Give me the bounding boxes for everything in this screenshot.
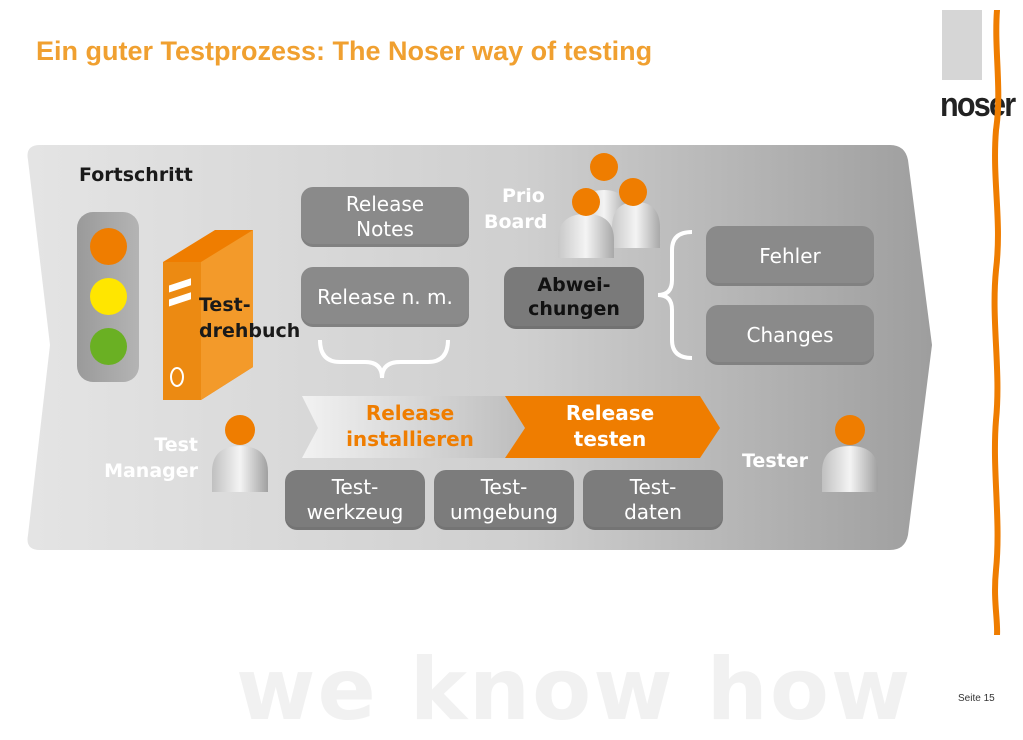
lamp-green xyxy=(90,328,127,365)
orange-brush-line xyxy=(991,10,1002,635)
install-line1: Release xyxy=(365,401,455,425)
test-tool-line2: werkzeug xyxy=(306,500,404,524)
errors-box: Fehler xyxy=(706,226,874,286)
lamp-orange xyxy=(90,228,127,265)
slide-title: Ein guter Testprozess: The Noser way of … xyxy=(36,36,653,66)
test-tool-line1: Test- xyxy=(331,475,379,499)
test-line1: Release xyxy=(565,401,655,425)
logo-text: noser xyxy=(940,86,1016,124)
test-line2: testen xyxy=(573,427,647,451)
footer-slogan: we know how xyxy=(236,640,913,740)
deviations-box: Abwei- chungen xyxy=(504,267,644,329)
test-data-box: Test- daten xyxy=(583,470,723,530)
deviations-line2: chungen xyxy=(528,298,620,320)
test-env-line2: umgebung xyxy=(450,500,558,524)
tester-person-icon xyxy=(822,415,878,492)
test-environment-box: Test- umgebung xyxy=(434,470,574,530)
test-data-line1: Test- xyxy=(629,475,677,499)
tester-label: Tester xyxy=(742,450,808,472)
prio-board-label: Prio Board xyxy=(484,184,547,235)
changes-box: Changes xyxy=(706,305,874,365)
binder-label-line1: Test- xyxy=(199,294,251,316)
release-nm-label: Release n. m. xyxy=(317,284,453,309)
release-notes-box: Release Notes xyxy=(301,187,469,247)
lamp-yellow xyxy=(90,278,127,315)
test-manager-person-icon xyxy=(212,415,268,492)
changes-label: Changes xyxy=(746,322,834,347)
test-manager-line2: Manager xyxy=(104,459,198,482)
group-icon xyxy=(558,153,660,258)
test-data-line2: daten xyxy=(624,500,682,524)
binder-label: Test- drehbuch xyxy=(199,293,300,344)
test-manager-label: Test Manager xyxy=(104,433,198,484)
progress-label: Fortschritt xyxy=(79,164,193,186)
noser-logo: noser xyxy=(940,10,1016,124)
install-release-step: Release installieren xyxy=(322,400,498,452)
test-manager-line1: Test xyxy=(154,434,198,456)
binder-label-line2: drehbuch xyxy=(199,319,301,342)
page-number: Seite 15 xyxy=(958,693,995,704)
prio-board-line1: Prio xyxy=(502,185,545,207)
install-line2: installieren xyxy=(346,427,474,451)
logo-background xyxy=(942,10,982,80)
release-notes-line1: Release xyxy=(345,192,425,216)
test-release-step: Release testen xyxy=(522,400,698,452)
test-tool-box: Test- werkzeug xyxy=(285,470,425,530)
release-nm-box: Release n. m. xyxy=(301,267,469,327)
deviations-line1: Abwei- xyxy=(537,274,611,297)
traffic-light-icon xyxy=(77,212,139,382)
release-notes-line2: Notes xyxy=(356,217,414,241)
prio-board-line2: Board xyxy=(484,210,548,233)
binder-icon xyxy=(163,230,253,400)
errors-label: Fehler xyxy=(759,243,821,268)
test-env-line1: Test- xyxy=(480,475,528,499)
